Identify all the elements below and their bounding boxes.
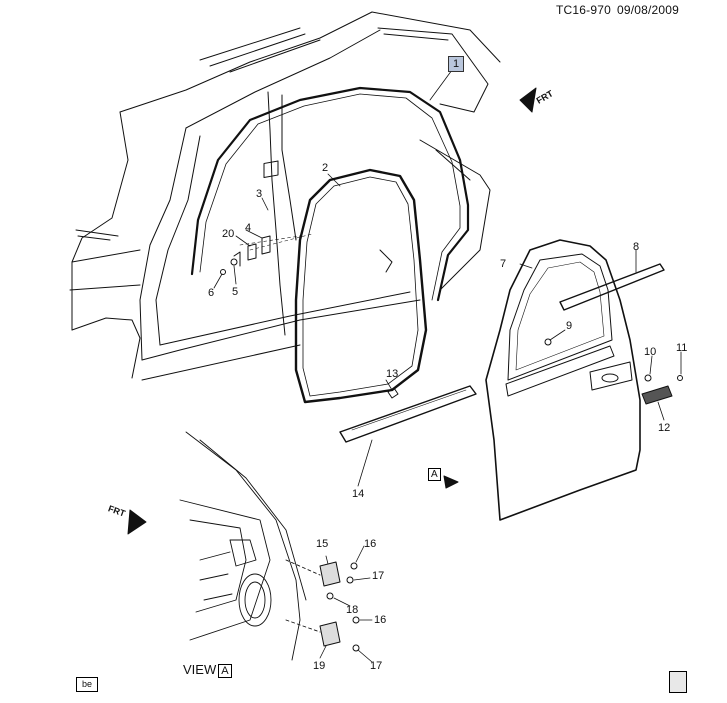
callout-15: 15 [316, 538, 329, 550]
part-18-nut [326, 592, 334, 600]
callout-20: 20 [222, 228, 235, 240]
diagram-date: 09/08/2009 [616, 3, 680, 17]
page-icon [669, 671, 687, 693]
callout-13: 13 [386, 368, 399, 380]
callout-8: 8 [633, 241, 640, 253]
callout-10: 10 [644, 346, 657, 358]
callout-11: 11 [676, 342, 688, 354]
frt-arrow-top-icon [519, 87, 537, 113]
callout-17-lower: 17 [370, 660, 383, 672]
part-20-clip [247, 243, 257, 261]
callout-3: 3 [256, 188, 263, 200]
frt-arrow-left-icon [127, 509, 147, 535]
view-a-arrow-icon [443, 475, 459, 489]
part-5-fastener [230, 258, 238, 266]
callout-16-upper: 16 [364, 538, 377, 550]
part-3-bracket [263, 160, 279, 178]
callout-7: 7 [500, 258, 507, 270]
part-10-nut [644, 374, 652, 382]
vehicle-body-outline [69, 11, 501, 381]
callout-14: 14 [352, 488, 365, 500]
part-7-rear-door [485, 239, 641, 521]
callout-1: 1 [448, 56, 465, 72]
part-17-bolt-upper [346, 576, 354, 584]
part-15-upper-hinge [319, 561, 341, 587]
callout-4: 4 [245, 222, 252, 234]
callout-9: 9 [566, 320, 573, 332]
part-9-clip [544, 338, 552, 346]
diagram-code: TC16-970 [556, 3, 611, 17]
part-11-screw [677, 375, 683, 381]
part-14-rocker-molding [339, 385, 477, 443]
view-a-marker: A [428, 468, 441, 481]
part-6-screw [220, 269, 226, 275]
part-4-clip [261, 235, 271, 255]
part-17-bolt-lower [352, 644, 360, 652]
callout-5: 5 [232, 286, 239, 298]
diagram-id-header: TC16-970 09/08/2009 [556, 3, 685, 17]
callout-16-lower: 16 [374, 614, 387, 626]
part-19-lower-hinge [319, 621, 341, 647]
view-word: VIEW [183, 662, 217, 677]
callout-18: 18 [346, 604, 359, 616]
view-letter: A [218, 664, 232, 678]
callout-17-upper: 17 [372, 570, 385, 582]
callout-2: 2 [322, 162, 329, 174]
corner-code-box: be [76, 677, 98, 692]
part-2-door-opening-weatherstrip [294, 168, 428, 404]
part-16-bolt-upper [350, 562, 358, 570]
view-a-door-hinge-detail [179, 431, 321, 661]
part-12-door-handle [641, 385, 673, 405]
part-8-belt-molding [559, 263, 665, 311]
callout-12: 12 [658, 422, 671, 434]
callout-19: 19 [313, 660, 326, 672]
callout-6: 6 [208, 287, 215, 299]
part-1-weatherstrip-upper [190, 86, 470, 302]
part-16-bolt-lower [352, 616, 360, 624]
leader-lines [213, 69, 682, 663]
